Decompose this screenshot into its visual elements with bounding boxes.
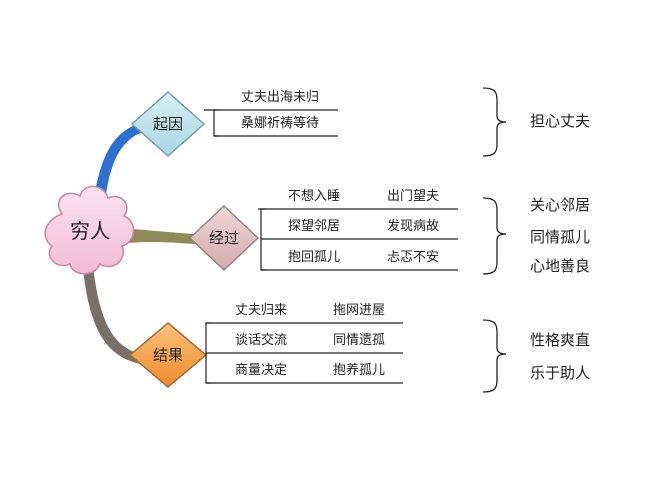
branch-process-summary: 心地善良 (530, 257, 590, 275)
branch-process-summary-brace (482, 197, 507, 275)
branch-process-label: 经过 (209, 229, 239, 247)
branch-cause-diamond (130, 90, 206, 158)
root-cloud-shape (44, 185, 135, 275)
connector-branch-2 (118, 228, 196, 244)
branch-result-item: 拖网进屋 (333, 303, 385, 318)
branch-process-item: 发现病故 (387, 218, 439, 234)
branch-result-item: 同情遗孤 (333, 333, 385, 348)
branch-result-summary: 性格爽直 (530, 331, 590, 349)
root-label: 穷人 (70, 219, 110, 243)
branch-process: 经过 不想入睡 出门望夫 探望邻居 发现病故 抱回孤儿 忐忑不安 关心邻居 同情… (188, 188, 590, 275)
branch-process-item: 忐忑不安 (387, 250, 439, 265)
root-node: 穷人 (44, 185, 135, 275)
branch-cause-item: 丈夫出海未归 (241, 90, 319, 105)
branch-result-item: 丈夫归来 (235, 303, 287, 318)
branch-result: 结果 丈夫归来 拖网进屋 谈话交流 同情遗孤 商量决定 抱养孤儿 性格爽直 乐于… (128, 303, 590, 393)
branch-result-summary-brace (482, 319, 507, 393)
branch-result-item: 抱养孤儿 (333, 362, 385, 378)
branch-cause-item: 桑娜祈祷等待 (241, 115, 319, 131)
branch-process-summary: 关心邻居 (530, 196, 590, 214)
branch-process-diamond (188, 204, 260, 272)
branch-result-diamond (128, 322, 208, 388)
branch-cause-label: 起因 (153, 115, 183, 133)
branch-cause-bracket (213, 109, 219, 137)
branch-cause: 起因 丈夫出海未归 桑娜祈祷等待 担心丈夫 (130, 87, 590, 158)
branch-process-summary: 同情孤儿 (530, 228, 590, 246)
branch-process-item: 抱回孤儿 (288, 249, 340, 265)
branch-result-summary: 乐于助人 (530, 364, 590, 382)
branch-process-item: 不想入睡 (288, 188, 340, 204)
branch-result-item: 谈话交流 (235, 332, 287, 348)
branch-cause-summary-brace (482, 87, 507, 157)
branch-result-label: 结果 (153, 346, 183, 364)
connector-branch-1 (92, 120, 150, 214)
branch-process-item: 出门望夫 (387, 188, 439, 204)
branch-process-item: 探望邻居 (288, 218, 340, 234)
branch-result-item: 商量决定 (235, 363, 287, 378)
branch-cause-summary: 担心丈夫 (530, 112, 590, 130)
